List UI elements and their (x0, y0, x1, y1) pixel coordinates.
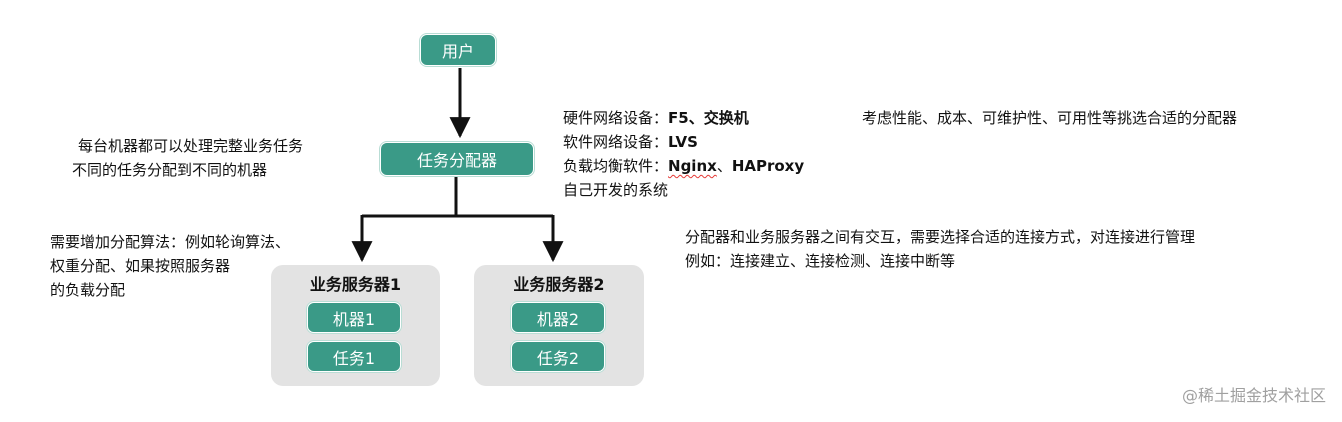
hardware-value: F5、交换机 (668, 109, 749, 127)
dispatcher-type-hardware: 硬件网络设备：F5、交换机 (563, 106, 804, 130)
lb-value-haproxy: HAProxy (731, 157, 805, 175)
machine-node-2: 机器2 (511, 302, 605, 333)
note-machine-line-2: 不同的任务分配到不同的机器 (72, 161, 268, 179)
note-algorithm: 需要增加分配算法：例如轮询算法、 权重分配、如果按照服务器 的负载分配 (50, 230, 290, 302)
dispatcher-type-lb: 负载均衡软件：Nginx、HAProxy (563, 154, 804, 178)
note-dispatcher-types: 硬件网络设备：F5、交换机 软件网络设备：LVS 负载均衡软件：Nginx、HA… (563, 106, 804, 202)
server-title-1: 业务服务器1 (309, 275, 402, 294)
task-node-1: 任务1 (307, 341, 401, 372)
note-algorithm-line-3: 的负载分配 (50, 281, 126, 299)
note-algorithm-line-2: 权重分配、如果按照服务器 (50, 257, 231, 275)
dispatcher-type-self: 自己开发的系统 (563, 181, 669, 199)
hardware-label: 硬件网络设备： (563, 109, 669, 127)
user-node: 用户 (420, 34, 496, 66)
note-machine-capability: 每台机器都可以处理完整业务任务 不同的任务分配到不同的机器 (72, 134, 304, 182)
server-title-2: 业务服务器2 (513, 275, 605, 294)
server-group-2: 业务服务器2 机器2 任务2 (474, 265, 644, 386)
note-machine-line-1: 每台机器都可以处理完整业务任务 (78, 137, 304, 155)
watermark: @稀土掘金技术社区 (1181, 386, 1326, 405)
software-value: LVS (668, 133, 698, 151)
note-connection-line-1: 分配器和业务服务器之间有交互，需要选择合适的连接方式，对连接进行管理 (685, 228, 1196, 246)
note-selection: 考虑性能、成本、可维护性、可用性等挑选合适的分配器 (862, 109, 1238, 127)
machine-node-1: 机器1 (307, 302, 401, 333)
note-connection-line-2: 例如：连接建立、连接检测、连接中断等 (685, 252, 956, 270)
lb-value-nginx: Nginx (668, 157, 717, 175)
note-connection: 分配器和业务服务器之间有交互，需要选择合适的连接方式，对连接进行管理 例如：连接… (685, 225, 1195, 273)
software-label: 软件网络设备： (563, 133, 669, 151)
dispatcher-type-software: 软件网络设备：LVS (563, 130, 804, 154)
lb-value-sep: 、 (716, 157, 732, 175)
dispatcher-node: 任务分配器 (380, 142, 534, 176)
note-algorithm-line-1: 需要增加分配算法：例如轮询算法、 (50, 233, 291, 251)
lb-label: 负载均衡软件： (563, 157, 669, 175)
server-group-1: 业务服务器1 机器1 任务1 (271, 265, 440, 386)
task-node-2: 任务2 (511, 341, 605, 372)
